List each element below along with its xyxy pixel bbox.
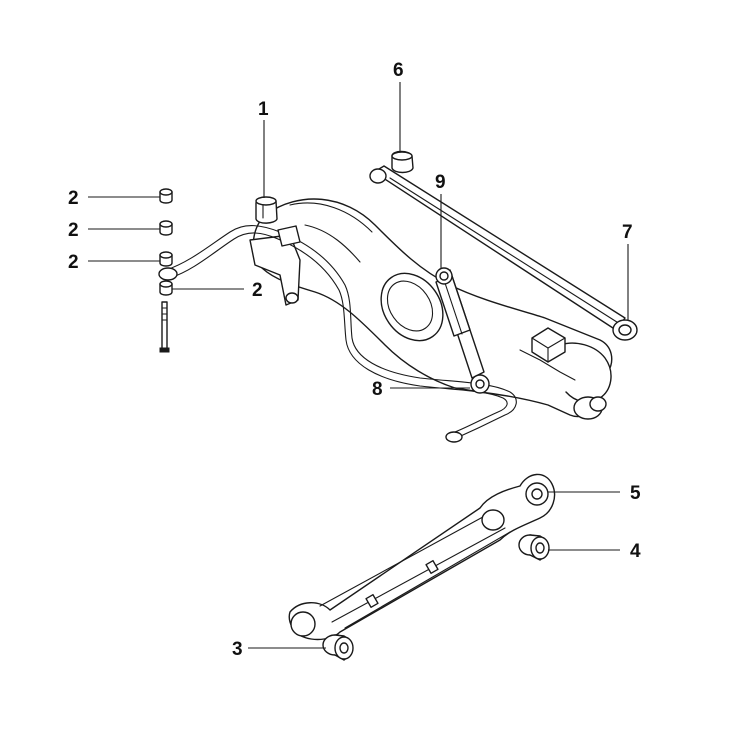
callout-2b: 2 bbox=[68, 220, 79, 241]
callout-5: 5 bbox=[630, 483, 641, 504]
callout-9: 9 bbox=[435, 172, 446, 193]
link-bushing-d bbox=[159, 280, 173, 296]
callout-8: 8 bbox=[372, 379, 383, 400]
lateral-rod-bushing-6 bbox=[391, 150, 414, 174]
lateral-rod bbox=[369, 165, 638, 341]
link-bolt bbox=[159, 301, 170, 353]
stabilizer-bushing-1 bbox=[255, 196, 278, 224]
link-bushing-stack bbox=[159, 188, 173, 353]
callout-6: 6 bbox=[393, 60, 404, 81]
axle-beam-housing bbox=[249, 198, 613, 420]
trailing-arm-bushing-3 bbox=[322, 634, 354, 661]
link-bushing-a bbox=[159, 188, 173, 204]
callout-1: 1 bbox=[258, 99, 269, 120]
link-bushing-b bbox=[159, 220, 173, 236]
trailing-arm-bushing-4 bbox=[518, 534, 550, 561]
callout-2d: 2 bbox=[252, 280, 263, 301]
callout-2c: 2 bbox=[68, 252, 79, 273]
callout-4: 4 bbox=[630, 541, 641, 562]
link-bushing-c bbox=[159, 251, 173, 267]
stabilizer-bar bbox=[158, 225, 517, 443]
callout-3: 3 bbox=[232, 639, 243, 660]
callout-leaders bbox=[88, 82, 629, 649]
shock-absorber bbox=[435, 267, 490, 394]
callout-7: 7 bbox=[622, 222, 633, 243]
callout-labels: 1 2 2 2 2 3 4 5 6 7 8 9 bbox=[68, 60, 641, 660]
callout-2a: 2 bbox=[68, 188, 79, 209]
trailing-arm bbox=[288, 473, 556, 641]
